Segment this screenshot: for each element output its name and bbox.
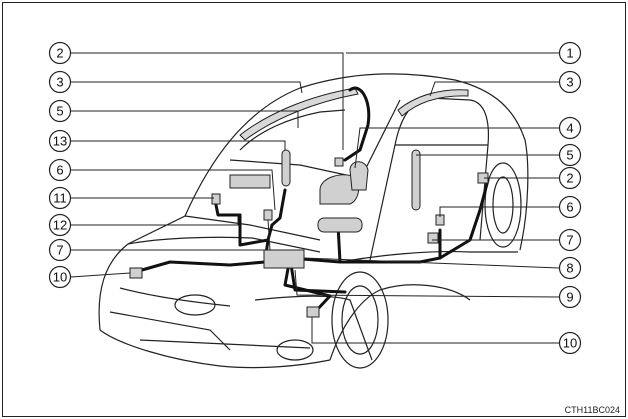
curtain-airbags bbox=[239, 87, 469, 141]
callout-10-right: 10 bbox=[558, 331, 582, 355]
callout-12-left: 12 bbox=[48, 213, 72, 237]
side-sensor-right bbox=[411, 149, 421, 211]
callout-label: 1 bbox=[566, 46, 573, 61]
front-sensor-right bbox=[306, 306, 320, 318]
leader-lines bbox=[70, 52, 560, 344]
rear-connector bbox=[427, 232, 439, 244]
callout-label: 3 bbox=[56, 75, 63, 90]
callout-6-left: 6 bbox=[48, 158, 72, 182]
callout-label: 10 bbox=[53, 270, 67, 285]
callout-label: 4 bbox=[566, 121, 573, 136]
callout-2-right: 2 bbox=[558, 166, 582, 190]
knee-airbag bbox=[317, 217, 363, 233]
callout-5-left: 5 bbox=[48, 99, 72, 123]
front-passenger-airbag bbox=[229, 174, 271, 189]
callout-9-right: 9 bbox=[558, 285, 582, 309]
callout-10-left: 10 bbox=[48, 265, 72, 289]
callout-label: 2 bbox=[566, 171, 573, 186]
callout-label: 10 bbox=[563, 336, 577, 351]
callout-5-right: 5 bbox=[558, 143, 582, 167]
callout-label: 6 bbox=[566, 200, 573, 215]
callout-3-left: 3 bbox=[48, 70, 72, 94]
figure-code: CTH11BC024 bbox=[564, 405, 620, 415]
callout-label: 7 bbox=[56, 243, 63, 258]
callout-7-right: 7 bbox=[558, 228, 582, 252]
callout-label: 13 bbox=[53, 134, 67, 149]
front-seat-side-airbag bbox=[349, 161, 369, 191]
roof-sensor bbox=[334, 157, 344, 167]
callout-label: 2 bbox=[56, 46, 63, 61]
callout-label: 8 bbox=[566, 261, 573, 276]
callout-label: 9 bbox=[566, 290, 573, 305]
callout-4-right: 4 bbox=[558, 116, 582, 140]
side-sensor-left bbox=[281, 149, 291, 187]
callout-label: 3 bbox=[566, 75, 573, 90]
callout-2-top-left: 2 bbox=[48, 41, 72, 65]
callout-label: 12 bbox=[53, 218, 67, 233]
components bbox=[129, 149, 489, 318]
callout-11-left: 11 bbox=[48, 186, 72, 210]
callout-label: 5 bbox=[566, 148, 573, 163]
callout-label: 7 bbox=[566, 233, 573, 248]
callout-8-right: 8 bbox=[558, 256, 582, 280]
callout-7-left: 7 bbox=[48, 238, 72, 262]
seatbelt-pretensioner bbox=[211, 193, 221, 205]
callout-13-left: 13 bbox=[48, 129, 72, 153]
callout-1-top-right: 1 bbox=[558, 41, 582, 65]
airbag-control-module bbox=[263, 249, 305, 269]
callout-3-right: 3 bbox=[558, 70, 582, 94]
callout-label: 5 bbox=[56, 104, 63, 119]
callout-6-right: 6 bbox=[558, 195, 582, 219]
callout-label: 6 bbox=[56, 163, 63, 178]
callout-label: 11 bbox=[53, 191, 67, 206]
